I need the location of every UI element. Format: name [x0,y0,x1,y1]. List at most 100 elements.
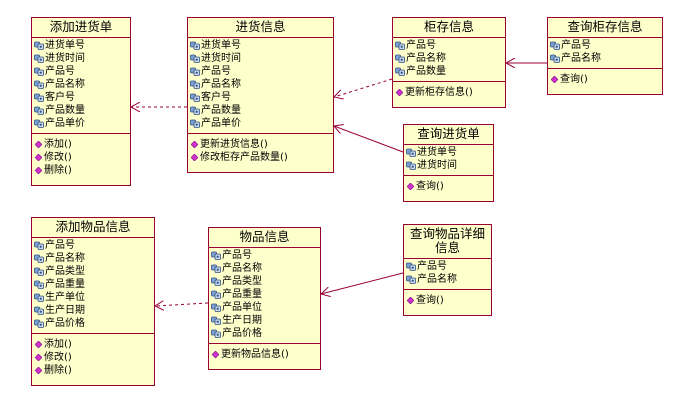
attribute-icon [406,161,416,170]
operation-icon [407,297,414,304]
association-query-item-to-item [321,272,404,294]
attribute-row: 产品名称 [211,262,318,275]
attribute-label: 产品号 [406,40,436,51]
attribute-label: 进货单号 [45,40,85,51]
attributes-compartment: 产品号产品名称产品类型产品重量产品单位生产日期产品价格 [209,248,320,344]
operations-compartment: 查询() [404,176,493,201]
attribute-row: 产品重量 [211,288,318,301]
class-box-add-purchase-order[interactable]: 添加进货单进货单号进货时间产品号产品名称客户号产品数量产品单价添加()修改()删… [31,17,131,186]
attribute-row: 产品名称 [406,273,489,286]
class-box-purchase-info[interactable]: 进货信息进货单号进货时间产品号产品名称客户号产品数量产品单价更新进货信息()修改… [187,17,334,173]
attribute-icon [395,41,405,50]
class-title: 添加物品信息 [32,218,154,238]
attribute-icon [211,251,221,260]
attribute-icon [34,254,44,263]
attribute-label: 生产日期 [222,315,262,326]
attributes-compartment: 产品号产品名称产品数量 [393,38,505,82]
attribute-row: 客户号 [190,91,331,104]
attribute-label: 产品名称 [201,79,241,90]
operation-label: 查询() [416,295,444,306]
operation-row: 更新进货信息() [191,138,331,151]
attribute-row: 生产单位 [34,291,152,304]
attribute-icon [34,241,44,250]
attribute-label: 进货时间 [417,160,457,171]
attribute-label: 产品单位 [222,302,262,313]
operation-row: 更新柜存信息() [396,86,503,99]
operation-icon [35,141,42,148]
operation-row: 查询() [551,73,660,86]
operation-icon [35,367,42,374]
attribute-icon [211,290,221,299]
attribute-icon [190,106,200,115]
operation-icon [396,89,403,96]
operation-label: 查询() [560,74,588,85]
class-box-query-purchase[interactable]: 查询进货单进货单号进货时间查询() [403,124,494,202]
attribute-row: 进货时间 [406,159,491,172]
attribute-label: 产品名称 [45,253,85,264]
attribute-label: 产品价格 [222,328,262,339]
dependency-item-to-add-item [155,303,209,306]
attribute-icon [190,41,200,50]
class-box-item-info[interactable]: 物品信息产品号产品名称产品类型产品重量产品单位生产日期产品价格更新物品信息() [208,227,321,370]
attribute-row: 产品名称 [34,252,152,265]
operation-label: 修改() [44,352,72,363]
operation-icon [35,154,42,161]
class-box-stock-info[interactable]: 柜存信息产品号产品名称产品数量更新柜存信息() [392,17,506,108]
operation-label: 删除() [44,365,72,376]
attribute-label: 产品价格 [45,318,85,329]
attribute-icon [190,80,200,89]
operation-icon [35,341,42,348]
attribute-label: 生产单位 [45,292,85,303]
attribute-label: 产品号 [45,66,75,77]
attribute-label: 产品类型 [45,266,85,277]
operation-row: 修改() [35,151,128,164]
operation-row: 删除() [35,364,152,377]
attribute-label: 产品号 [201,66,231,77]
attribute-row: 产品号 [34,239,152,252]
operations-compartment: 查询() [548,69,662,94]
attribute-row: 进货单号 [406,146,491,159]
attribute-icon [190,54,200,63]
attribute-row: 生产日期 [34,304,152,317]
attribute-icon [34,306,44,315]
class-title: 进货信息 [188,18,333,38]
operation-icon [191,141,198,148]
attribute-row: 生产日期 [211,314,318,327]
operation-label: 添加() [44,139,72,150]
attribute-row: 产品单价 [34,117,128,130]
attribute-row: 产品名称 [395,52,503,65]
attribute-label: 产品号 [222,250,252,261]
attributes-compartment: 进货单号进货时间 [404,145,493,176]
attribute-icon [34,106,44,115]
attribute-icon [211,303,221,312]
operations-compartment: 添加()修改() 删除() [32,334,154,385]
association-query-purchase-to-purchase [334,126,404,153]
operation-label: 查询() [416,181,444,192]
attribute-icon [406,262,416,271]
attribute-row: 产品名称 [550,52,660,65]
class-box-query-stock[interactable]: 查询柜存信息产品号产品名称查询() [547,17,663,95]
attribute-row: 进货单号 [190,39,331,52]
attributes-compartment: 进货单号进货时间产品号产品名称客户号产品数量产品单价 [188,38,333,134]
class-title: 查询物品详细信息 [404,225,491,259]
attribute-row: 产品价格 [211,327,318,340]
attribute-icon [34,41,44,50]
attribute-label: 产品名称 [406,53,446,64]
class-box-add-item-info[interactable]: 添加物品信息产品号产品名称产品类型产品重量生产单位生产日期产品价格添加()修改(… [31,217,155,386]
class-box-query-item-detail[interactable]: 查询物品详细信息产品号产品名称查询() [403,224,492,316]
operation-row: 添加() [35,338,152,351]
attribute-row: 产品类型 [34,265,152,278]
attribute-label: 进货单号 [201,40,241,51]
attribute-label: 进货单号 [417,147,457,158]
class-title: 物品信息 [209,228,320,248]
attribute-icon [34,293,44,302]
attribute-row: 产品名称 [190,78,331,91]
attribute-row: 产品名称 [34,78,128,91]
attribute-label: 产品号 [45,240,75,251]
operations-compartment: 更新物品信息() [209,344,320,369]
operations-compartment: 添加()修改()删除() [32,134,130,185]
attribute-row: 客户号 [34,91,128,104]
attribute-label: 进货时间 [45,53,85,64]
class-title: 查询进货单 [404,125,493,145]
